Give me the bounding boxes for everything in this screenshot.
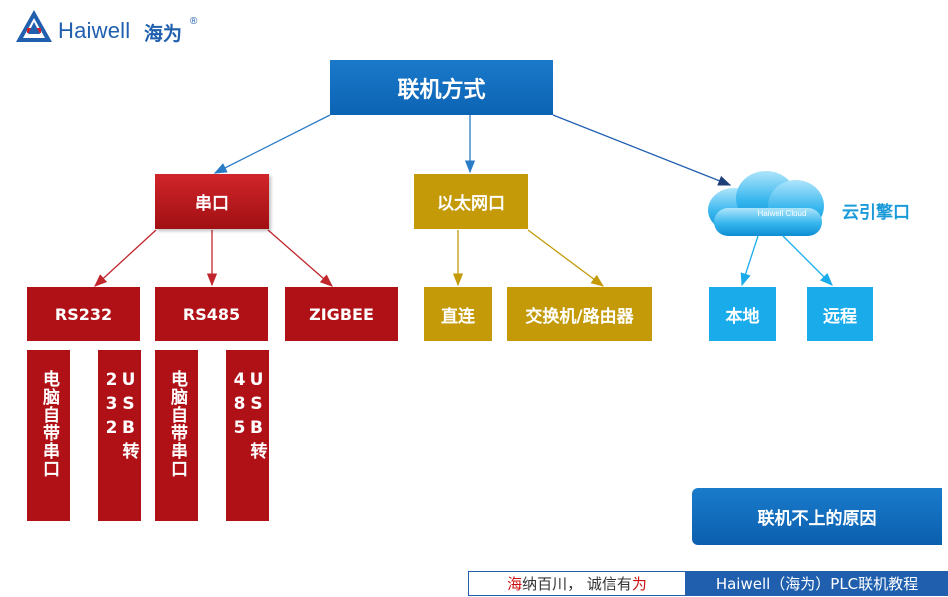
haiwell-logo: Haiwell 海为 ® [14,8,214,48]
arrow-root-serial [213,114,331,174]
node-usb-to-232[interactable]: USB转232 [98,350,141,521]
arrow-cloud-remote [782,235,833,286]
slogan-highlight-1: 海 [507,575,523,593]
node-usb-to-485[interactable]: USB转485 [226,350,269,521]
arrow-serial-rs232 [94,229,157,287]
node-direct-connect[interactable]: 直连 [424,287,492,341]
slogan-middle: 纳百川， 诚信有 [522,575,632,593]
node-switch-router[interactable]: 交换机/路由器 [507,287,652,341]
cloud-icon: Haiwell Cloud [708,171,824,236]
footer-title: Haiwell（海为）PLC联机教程 [686,571,948,596]
node-ethernet-port[interactable]: 以太网口 [414,174,528,229]
cloud-text: Haiwell Cloud [758,209,807,218]
registered-mark: ® [190,16,198,27]
arrow-root-cloud [552,114,732,186]
arrow-serial-zigbee [267,229,333,287]
slogan-highlight-2: 为 [631,575,647,593]
node-remote[interactable]: 远程 [807,287,873,341]
node-cloud-engine-label[interactable]: 云引擎口 [842,203,910,223]
node-serial-port[interactable]: 串口 [155,174,269,229]
arrow-cloud-local [740,235,759,287]
arrow-ethernet-switch [527,229,605,287]
logo-mark-icon [16,10,52,42]
node-pc-builtin-serial-485[interactable]: 电脑自带串口 [155,350,198,521]
connection-failure-reasons-button[interactable]: 联机不上的原因 [692,488,942,545]
footer-slogan: 海纳百川， 诚信有为 [468,571,686,596]
logo-brand-cn: 海为 [144,23,183,45]
root-node-connection-methods[interactable]: 联机方式 [330,60,553,115]
node-rs232[interactable]: RS232 [27,287,140,341]
node-zigbee[interactable]: ZIGBEE [285,287,398,341]
node-local[interactable]: 本地 [709,287,776,341]
logo-brand-text: Haiwell [58,18,131,43]
node-pc-builtin-serial-232[interactable]: 电脑自带串口 [27,350,70,521]
node-rs485[interactable]: RS485 [155,287,268,341]
